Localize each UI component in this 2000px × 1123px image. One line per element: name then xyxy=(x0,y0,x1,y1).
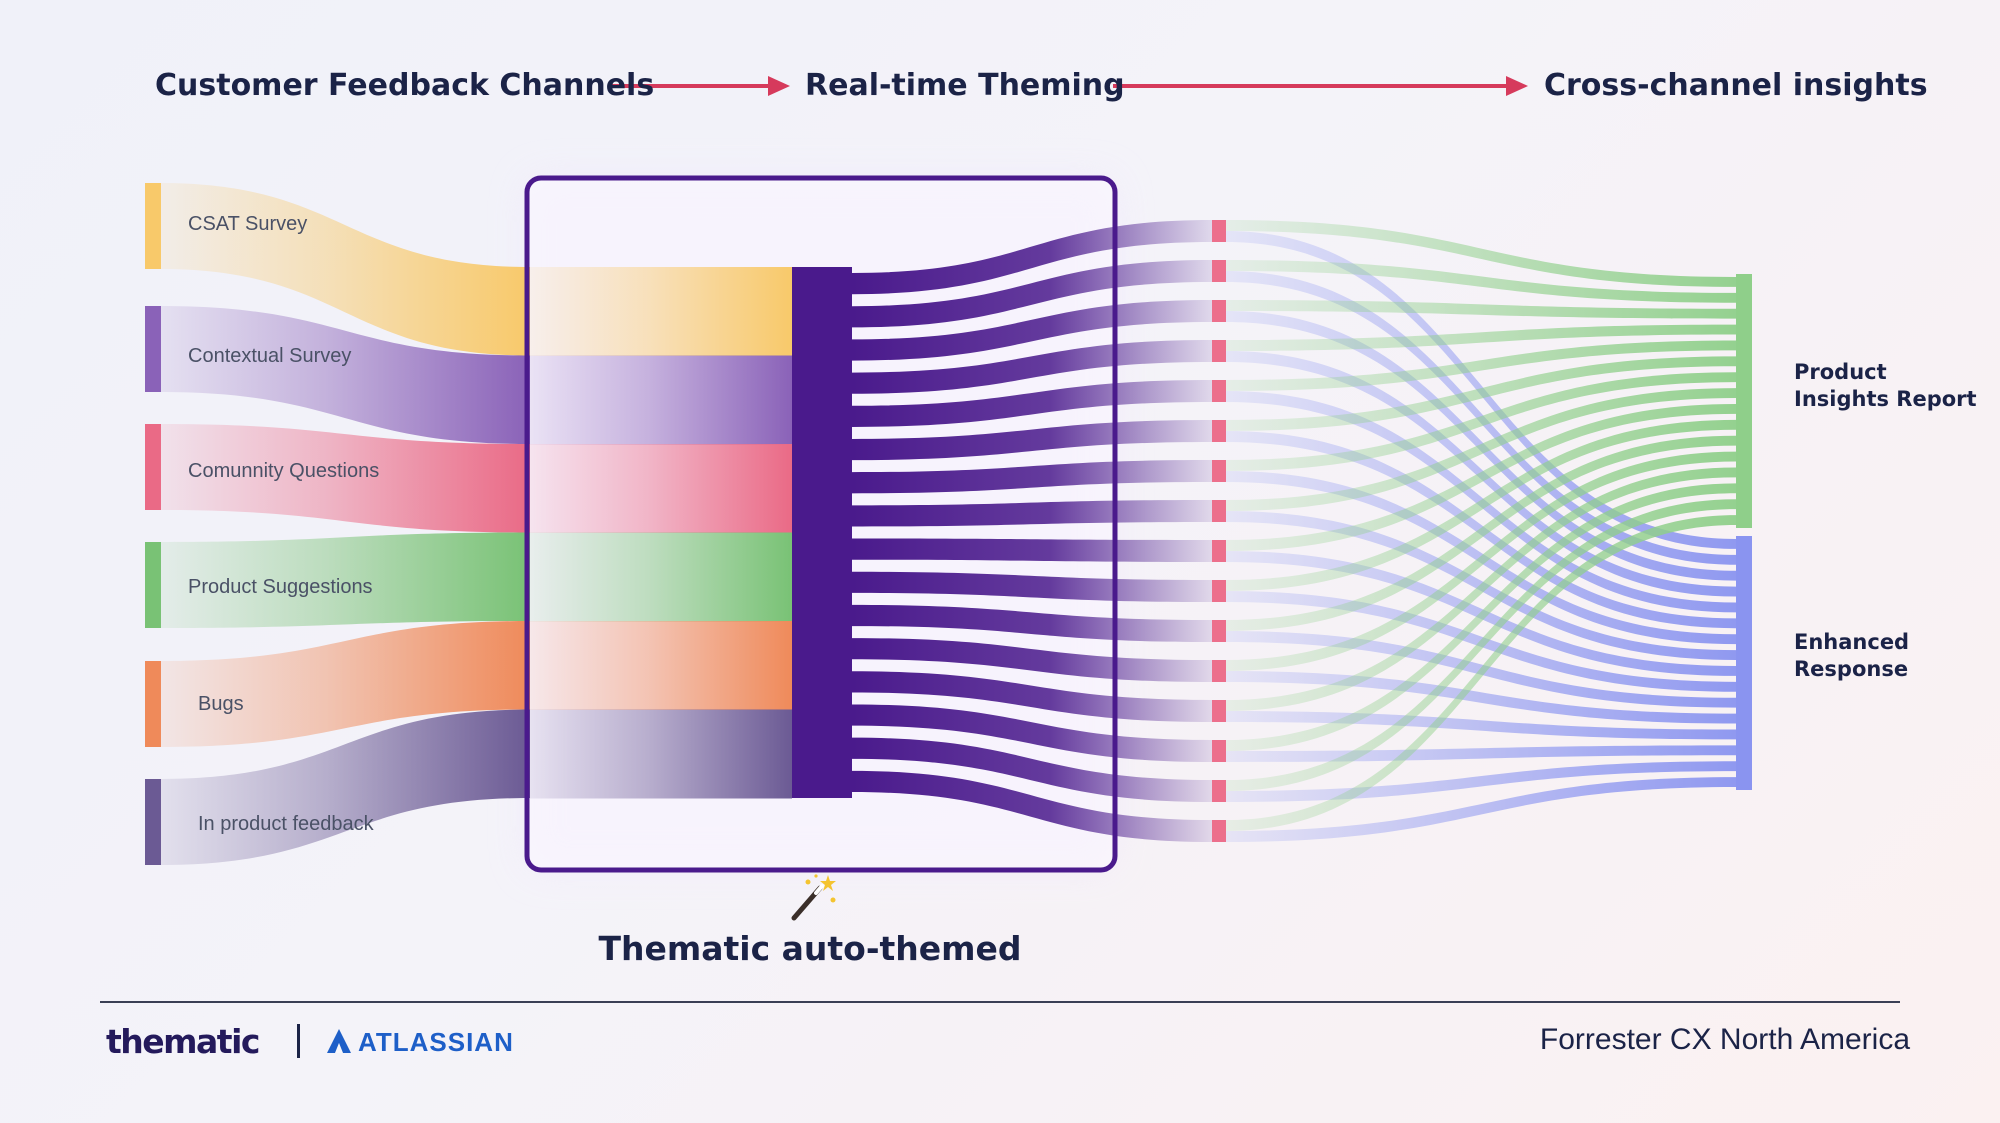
flow-theme-11 xyxy=(852,638,1212,682)
theme-marker-6 xyxy=(1212,460,1226,482)
flow-output-7-0 xyxy=(1226,388,1736,511)
source-node-4 xyxy=(145,661,161,747)
flow-output-8-0 xyxy=(1226,404,1736,551)
theme-marker-8 xyxy=(1212,540,1226,562)
theming-box-border xyxy=(524,175,1118,873)
flow-theme-10 xyxy=(852,604,1212,642)
theme-marker-2 xyxy=(1212,300,1226,322)
source-label-csat: CSAT Survey xyxy=(188,213,308,235)
theme-marker-10 xyxy=(1212,620,1226,642)
theme-marker-7 xyxy=(1212,500,1226,522)
flow-theme-7 xyxy=(852,500,1212,527)
source-label-community: Comunnity Questions xyxy=(188,460,380,482)
flow-output-10-0 xyxy=(1226,435,1736,631)
source-label-bugs: Bugs xyxy=(198,693,244,715)
theming-box-caption: Thematic auto-themed xyxy=(598,929,1022,968)
flow-output-13-1 xyxy=(1226,745,1736,762)
flow-theme-0 xyxy=(852,220,1212,295)
flow-source-0 xyxy=(160,183,530,356)
theme-marker-15 xyxy=(1212,820,1226,842)
target-label-product-insights: Product Insights Report xyxy=(1794,360,1977,411)
flow-theme-9 xyxy=(852,571,1212,602)
logo-separator xyxy=(297,1024,300,1058)
flow-theme-12 xyxy=(852,671,1212,722)
flow-theme-6 xyxy=(852,460,1212,494)
flow-theme-1 xyxy=(852,260,1212,328)
theme-marker-3 xyxy=(1212,340,1226,362)
flow-theme-8 xyxy=(852,538,1212,562)
source-node-2 xyxy=(145,424,161,510)
theme-marker-12 xyxy=(1212,700,1226,722)
theme-marker-1 xyxy=(1212,260,1226,282)
flow-theme-14 xyxy=(852,737,1212,802)
flow-output-4-0 xyxy=(1226,340,1736,391)
flow-output-11-0 xyxy=(1226,451,1736,671)
stage-label-insights: Cross-channel insights xyxy=(1544,68,1928,103)
source-node-0 xyxy=(145,183,161,269)
flow-output-12-0 xyxy=(1226,467,1736,711)
flow-output-1-0 xyxy=(1226,260,1736,303)
source-label-in-product: In product feedback xyxy=(198,813,374,835)
source-label-contextual: Contextual Survey xyxy=(188,345,352,367)
flow-output-0-0 xyxy=(1226,220,1736,287)
flow-output-3-0 xyxy=(1226,324,1736,351)
theme-marker-0 xyxy=(1212,220,1226,242)
source-node-1 xyxy=(145,306,161,392)
flow-theme-15 xyxy=(852,770,1212,842)
theme-marker-4 xyxy=(1212,380,1226,402)
stage-arrow-head-0 xyxy=(768,76,790,96)
source-node-5 xyxy=(145,779,161,865)
flow-theme-2 xyxy=(852,300,1212,361)
stage-arrow-head-1 xyxy=(1506,76,1528,96)
atlassian-logo-text: ATLASSIAN xyxy=(358,1027,514,1057)
flow-source-body-5 xyxy=(530,709,792,799)
theme-marker-5 xyxy=(1212,420,1226,442)
flow-source-body-4 xyxy=(530,621,792,710)
flow-theme-3 xyxy=(852,340,1212,394)
stage-label-channels: Customer Feedback Channels xyxy=(155,68,655,103)
flow-theme-4 xyxy=(852,380,1212,427)
thematic-logo: thematic xyxy=(106,1022,260,1061)
footer-divider xyxy=(100,1001,1900,1003)
flow-output-14-0 xyxy=(1226,499,1736,791)
event-name: Forrester CX North America xyxy=(1539,1023,1910,1056)
flow-output-13-0 xyxy=(1226,483,1736,751)
stage-label-theming: Real-time Theming xyxy=(805,68,1125,103)
theme-marker-9 xyxy=(1212,580,1226,602)
theme-marker-14 xyxy=(1212,780,1226,802)
flow-source-5 xyxy=(160,709,530,865)
flow-source-body-2 xyxy=(530,444,792,533)
source-node-3 xyxy=(145,542,161,628)
theme-marker-13 xyxy=(1212,740,1226,762)
flow-source-body-0 xyxy=(530,267,792,356)
flow-source-body-3 xyxy=(530,532,792,622)
source-label-suggestions: Product Suggestions xyxy=(188,576,373,598)
flow-output-2-0 xyxy=(1226,300,1736,319)
flow-output-15-0 xyxy=(1226,515,1736,831)
magic-wand-icon xyxy=(791,874,836,921)
target-node-0 xyxy=(1736,274,1752,528)
theming-hub-bar xyxy=(792,267,852,798)
atlassian-logo-icon xyxy=(327,1029,351,1053)
theme-marker-11 xyxy=(1212,660,1226,682)
flow-output-6-0 xyxy=(1226,372,1736,471)
flow-source-4 xyxy=(160,621,530,747)
target-node-1 xyxy=(1736,536,1752,790)
flow-source-body-1 xyxy=(530,355,792,445)
flow-theme-5 xyxy=(852,420,1212,461)
flow-source-2 xyxy=(160,424,530,533)
flow-output-15-1 xyxy=(1226,777,1736,842)
flow-theme-13 xyxy=(852,704,1212,762)
flow-source-1 xyxy=(160,306,530,444)
target-label-enhanced-response: Enhanced Response xyxy=(1794,630,1910,681)
flow-output-9-0 xyxy=(1226,419,1736,591)
flow-source-3 xyxy=(160,532,530,628)
flow-output-5-0 xyxy=(1226,356,1736,431)
